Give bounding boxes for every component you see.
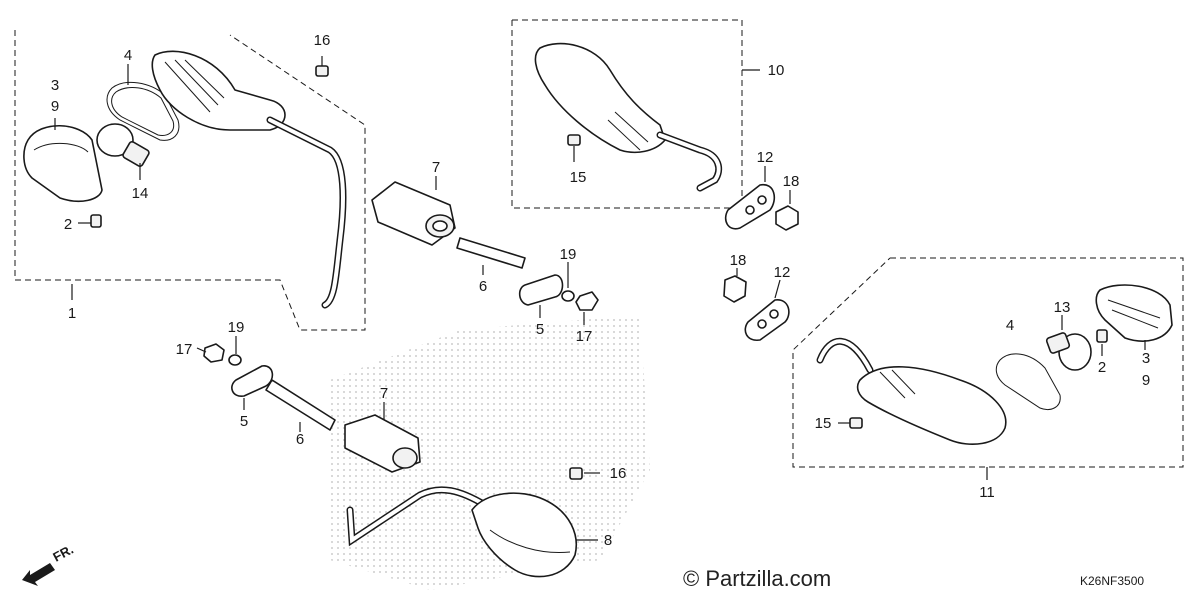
assembly-10-boundary [511,19,743,209]
stay-upper [518,274,564,306]
label-12-upper: 12 [757,149,774,166]
label-10: 10 [768,62,785,79]
assembly-8-group: 16 8 [346,465,627,578]
label-2-left: 2 [64,216,72,233]
assembly-10-group: 10 15 [511,19,785,209]
label-8: 8 [604,532,612,549]
mount-lower-group: 17 19 5 6 7 [176,319,421,473]
stay-lower [231,365,274,397]
nut-17-lower [203,343,225,363]
label-18-upper: 18 [783,173,800,190]
assembly-1-group: 3 9 4 14 2 16 1 [14,30,366,331]
label-9-right: 9 [1142,372,1150,389]
label-9-left: 9 [51,98,59,115]
lens-left [23,124,103,202]
arrow-icon [22,563,55,586]
gasket-left [106,81,180,141]
assembly-11-boundary [792,257,1184,468]
label-18-middle: 18 [730,252,747,269]
bulb-left [96,123,134,157]
label-5-upper: 5 [536,321,544,338]
label-14: 14 [132,185,149,202]
label-6-upper: 6 [479,278,487,295]
label-13: 13 [1054,299,1071,316]
label-11: 11 [979,484,995,501]
plate-nut-middle-group: 18 12 [723,252,791,341]
collar-upper [456,237,526,269]
screw-16-top [315,65,329,77]
watermark: © Partzilla.com [683,566,831,591]
label-15-top: 15 [570,169,587,186]
washer-upper [561,290,575,302]
nut-18-upper [775,205,799,231]
label-16-top: 16 [314,32,331,49]
gasket-right [995,353,1061,410]
nut-17-upper [575,291,599,311]
screw-15-right [849,417,863,429]
housing-10 [534,42,666,154]
label-3-left: 3 [51,77,59,94]
label-17-lower: 17 [176,341,193,358]
label-3-right: 3 [1142,350,1150,367]
screw-2-left [90,214,102,228]
front-direction-marker: FR. [22,542,76,586]
diagram-code: K26NF3500 [1080,574,1144,588]
label-4-right: 4 [1006,317,1014,334]
plate-12-middle [744,299,790,341]
housing-11 [856,366,1007,446]
lens-right [1095,284,1173,342]
washer-lower [228,354,242,366]
label-4-left: 4 [124,47,132,64]
screw-15-top [567,134,581,146]
label-16-bottom: 16 [610,465,627,482]
label-19-lower: 19 [228,319,245,336]
label-7-lower: 7 [380,385,388,402]
label-12-middle: 12 [774,264,791,281]
plate-nut-upper-group: 12 18 [724,149,800,231]
label-6-lower: 6 [296,431,304,448]
label-5-lower: 5 [240,413,248,430]
screw-2-right [1096,329,1108,343]
collar-lower [265,379,336,431]
label-19-upper: 19 [560,246,577,263]
assembly-11-group: 4 13 2 3 9 15 11 [792,257,1184,501]
housing-left [151,50,286,131]
assembly-1-boundary [14,30,366,331]
direction-marker-text: FR. [50,542,76,565]
label-17-upper: 17 [576,328,593,345]
mount-upper-group: 7 6 19 5 17 [371,159,599,345]
label-2-right: 2 [1098,359,1106,376]
label-1: 1 [68,305,76,322]
label-15-right: 15 [815,415,832,432]
screw-16-bottom [569,467,583,480]
nut-18-middle [723,275,747,303]
housing-8 [471,492,577,578]
label-7-upper: 7 [432,159,440,176]
